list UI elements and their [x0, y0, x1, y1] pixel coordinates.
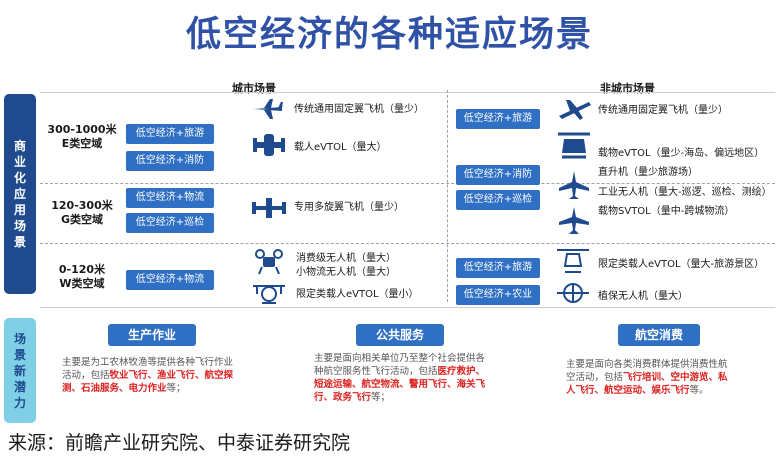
potential-public-header: 公共服务: [356, 324, 444, 346]
city-pill-logistics: 低空经济+物流: [126, 188, 214, 208]
page-title: 低空经济的各种适应场景: [185, 15, 593, 55]
consumer-drone-icon: [255, 249, 283, 275]
city-item-logistics-drone: 小物流无人机（量大）: [296, 267, 396, 278]
city-item-passenger-evtol: 限定类载人eVTOL（量小）: [296, 289, 419, 300]
passenger-evtol-icon: [253, 285, 285, 304]
fixed-wing-plane-icon: [254, 99, 283, 119]
potential-consumer-desc: 主要是面向各类消费群体提供消费性航空活动，包括飞行培训、空中游览、私人飞行、航空…: [566, 359, 728, 396]
evtol-icon: [253, 134, 285, 156]
divider-g-w: [40, 243, 775, 244]
divider-e-g: [40, 183, 775, 184]
divider-top: [40, 92, 775, 93]
city-item-evtol: 载人eVTOL（量大）: [294, 142, 387, 153]
airspace-w: 0-120米 W类空域: [58, 263, 106, 290]
multirotor-icon: [252, 198, 286, 218]
noncity-item-tourism-evtol: 限定类载人eVTOL（量大-旅游景区）: [598, 259, 765, 270]
noncity-pill-tourism-w: 低空经济+旅游: [456, 258, 540, 278]
noncity-item-helicopter: 直升机（量少旅游场）: [598, 167, 698, 178]
noncity-pill-fire: 低空经济+消防: [456, 165, 540, 185]
airliner-icon: [559, 100, 591, 120]
noncity-item-fixed-wing: 传统通用固定翼飞机（量少）: [598, 105, 728, 116]
noncity-item-industrial-drone: 工业无人机（量大-巡逻、巡检、测绘）: [598, 187, 772, 198]
city-pill-fire: 低空经济+消防: [126, 151, 214, 171]
header-city: 城市场景: [232, 82, 276, 95]
side-label-commercial: 商 业 化 应 用 场 景: [4, 94, 36, 294]
noncity-item-svtol: 载物SVTOL（量中-跨城物流）: [598, 206, 735, 217]
potential-consumer-header: 航空消费: [618, 324, 700, 346]
potential-production-desc: 主要是为工农林牧渔等提供各种飞行作业活动，包括牧业飞行、渔业飞行、航空探测、石油…: [62, 357, 234, 394]
tourism-evtol-icon: [557, 249, 589, 273]
side-label-potential: 场 景 新 潜 力: [4, 318, 36, 423]
city-item-consumer-drone: 消费级无人机（量大）: [296, 253, 396, 264]
noncity-pill-agriculture: 低空经济+农业: [456, 285, 540, 305]
header-noncity: 非城市场景: [600, 82, 655, 95]
airspace-g: 120-300米 G类空域: [51, 199, 113, 226]
potential-production-header: 生产作业: [108, 324, 196, 346]
svtol-icon: [559, 207, 589, 234]
divider-city-noncity: [447, 90, 448, 302]
noncity-item-cargo-evtol: 载物eVTOL（量少-海岛、偏远地区）: [598, 148, 765, 159]
city-item-fixed-wing: 传统通用固定翼飞机（量少）: [294, 104, 424, 115]
crop-protection-drone-icon: [557, 283, 589, 303]
cargo-evtol-icon: [558, 132, 590, 159]
potential-public-desc: 主要是面向相关单位乃至整个社会提供各种航空服务性飞行活动，包括医疗救护、短途运输…: [314, 353, 486, 403]
city-item-multirotor: 专用多旋翼飞机（量少）: [294, 202, 404, 213]
source-note: 来源：前瞻产业研究院、中泰证券研究院: [8, 432, 351, 454]
plane-icon: [559, 171, 589, 199]
city-pill-tourism: 低空经济+旅游: [126, 124, 214, 144]
noncity-pill-tourism: 低空经济+旅游: [456, 109, 540, 129]
city-pill-inspection: 低空经济+巡检: [126, 213, 214, 233]
airspace-e: 300-1000米 E类空域: [47, 123, 117, 150]
noncity-item-crop-drone: 植保无人机（量大）: [598, 291, 688, 302]
city-pill-logistics-w: 低空经济+物流: [126, 270, 214, 290]
noncity-pill-inspection: 低空经济+巡检: [456, 190, 540, 210]
divider-bottom: [40, 307, 775, 308]
